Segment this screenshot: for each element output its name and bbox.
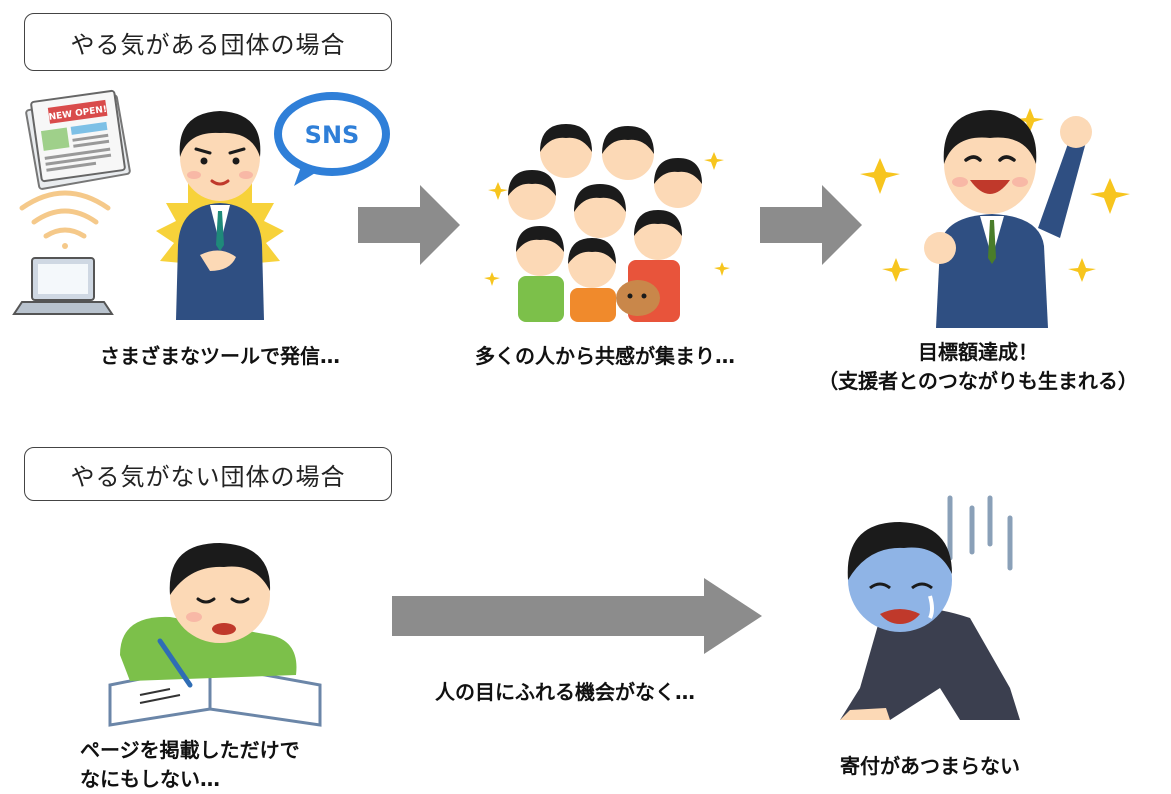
sns-bubble-text: SNS bbox=[305, 121, 360, 149]
caption-step3-line1: 目標額達成！ bbox=[918, 340, 1038, 364]
wifi-icon bbox=[19, 190, 111, 249]
arrow-unmotivated bbox=[392, 578, 762, 654]
section-label-motivated-text: やる気がある団体の場合 bbox=[70, 30, 346, 59]
caption-unmotivated-step1-line2: なにもしない… bbox=[80, 767, 220, 791]
caption-step2-text: 多くの人から共感が集まり… bbox=[475, 344, 735, 368]
section-label-motivated: やる気がある団体の場合 bbox=[24, 13, 392, 71]
caption-step2: 多くの人から共感が集まり… bbox=[440, 342, 770, 371]
star-icon bbox=[860, 108, 1130, 282]
caption-step1: さまざまなツールで発信… bbox=[60, 342, 380, 371]
caption-step3-line2: （支援者とのつながりも生まれる） bbox=[818, 369, 1138, 393]
dejected-businessman-illustration bbox=[820, 488, 1030, 728]
section-label-unmotivated-text: やる気がない団体の場合 bbox=[70, 462, 346, 491]
arrow-step2-to-step3 bbox=[760, 185, 862, 265]
caption-unmotivated-arrow-text: 人の目にふれる機会がなく… bbox=[435, 680, 695, 704]
arrow-step1-to-step2 bbox=[358, 185, 460, 265]
businessman-celebrating-illustration bbox=[860, 98, 1130, 328]
crowd-illustration bbox=[478, 112, 738, 322]
laptop-icon bbox=[12, 257, 114, 315]
media-tools-illustration: NEW OPEN! bbox=[10, 80, 131, 330]
caption-unmotivated-arrow: 人の目にふれる機会がなく… bbox=[400, 678, 730, 707]
bored-boy-illustration bbox=[100, 525, 330, 727]
section-label-unmotivated: やる気がない団体の場合 bbox=[24, 447, 392, 501]
businessman-announcing-illustration bbox=[140, 95, 300, 325]
caption-unmotivated-step1-line1: ページを掲載しただけで bbox=[80, 738, 300, 762]
caption-step3: 目標額達成！ （支援者とのつながりも生まれる） bbox=[790, 338, 1166, 396]
caption-step1-text: さまざまなツールで発信… bbox=[100, 344, 340, 368]
newspaper-icon: NEW OPEN! bbox=[25, 89, 131, 190]
caption-unmotivated-step2-text: 寄付があつまらない bbox=[840, 754, 1020, 778]
sns-bubble-icon: SNS bbox=[272, 88, 392, 188]
caption-unmotivated-step1: ページを掲載しただけで なにもしない… bbox=[80, 736, 400, 794]
gloom-lines-icon bbox=[947, 495, 1013, 571]
caption-unmotivated-step2: 寄付があつまらない bbox=[800, 752, 1060, 781]
sparkle-icon bbox=[484, 152, 730, 286]
